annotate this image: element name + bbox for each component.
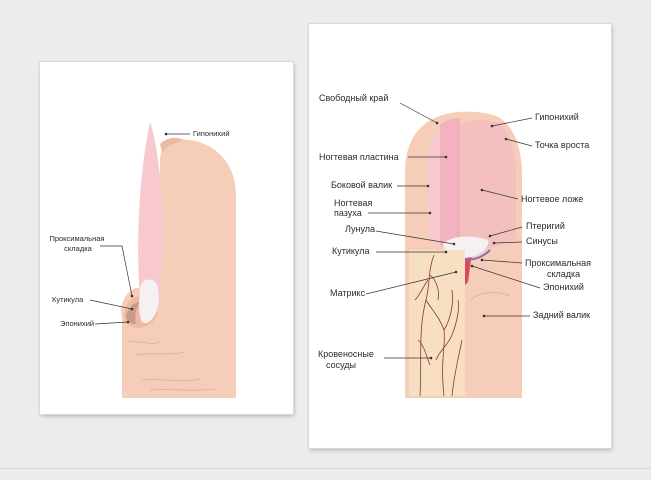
label-left-proximal-fold: Проксимальная складка <box>49 234 106 253</box>
leader-left-cuticle <box>89 299 133 310</box>
dot-nail-groove <box>428 211 432 215</box>
label-left-eponychium: Эпонихий <box>60 319 94 328</box>
leader-left-eponychium <box>94 321 129 325</box>
leader-free-edge <box>399 102 438 124</box>
label-matrix: Матрикс <box>330 288 366 298</box>
label-nail-bed: Ногтевое ложе <box>521 194 583 204</box>
label-proximal-fold-line2: складка <box>547 269 580 279</box>
left-nail-plate <box>138 122 163 312</box>
dot-growth-point <box>504 137 508 141</box>
left-wrinkles <box>127 341 216 391</box>
label-nail-groove: Ногтевая пазуха <box>334 198 375 218</box>
label-back-fold: Задний валик <box>533 310 590 320</box>
left-eponychium <box>126 302 140 324</box>
right-finger-diagram: Свободный край Ногтевая пластина Боковой… <box>318 93 594 398</box>
dot-left-cuticle <box>130 307 134 311</box>
dot-left-hyponychium <box>164 132 168 136</box>
label-growth-point: Точка вроста <box>535 140 589 150</box>
left-finger-skin <box>121 139 236 398</box>
dot-back-fold <box>482 314 486 318</box>
right-vessels <box>414 254 463 397</box>
dot-proximal-fold <box>480 258 484 262</box>
label-left-proximal-fold-line1: Проксимальная <box>49 234 104 243</box>
dot-blood-vessels <box>429 356 433 360</box>
leader-sinuses <box>493 241 523 244</box>
leader-hyponychium <box>491 117 533 127</box>
label-proximal-fold-line1: Проксимальная <box>525 258 591 268</box>
label-blood-vessels-line1: Кровеносные <box>318 349 374 359</box>
dot-nail-bed <box>480 188 484 192</box>
leader-left-proximal-fold <box>100 245 133 297</box>
label-cuticle: Кутикула <box>332 246 370 256</box>
label-nail-groove-line1: Ногтевая <box>334 198 372 208</box>
right-nail-bed <box>457 119 516 251</box>
leader-eponychium <box>471 265 541 289</box>
dot-sinuses <box>492 241 496 245</box>
label-nail-groove-line2: пазуха <box>334 208 362 218</box>
label-eponychium: Эпонихий <box>543 282 584 292</box>
label-proximal-fold: Проксимальная складка <box>525 258 594 279</box>
leader-pterygium <box>489 226 523 237</box>
label-blood-vessels-line2: сосуды <box>326 360 356 370</box>
dot-hyponychium <box>490 124 494 128</box>
leader-lunula <box>375 230 455 245</box>
label-lunula: Лунула <box>345 224 375 234</box>
leader-proximal-fold <box>481 259 523 264</box>
dot-lateral-fold <box>426 184 430 188</box>
dot-cuticle <box>444 250 448 254</box>
label-free-edge: Свободный край <box>319 93 388 103</box>
dot-nail-plate <box>444 155 448 159</box>
label-left-proximal-fold-line2: складка <box>64 244 92 253</box>
label-lateral-fold: Боковой валик <box>331 180 392 190</box>
dot-matrix <box>454 270 458 274</box>
leader-nail-bed <box>481 189 519 200</box>
left-lunula <box>139 279 159 324</box>
label-left-cuticle: Кутикула <box>52 295 84 304</box>
label-pterygium: Птеригий <box>526 221 565 231</box>
dot-lunula <box>452 242 456 246</box>
right-back-fold-wrinkle <box>469 292 511 301</box>
label-left-hyponychium: Гипонихий <box>193 129 230 138</box>
left-hyponychium-area <box>160 137 184 152</box>
right-free-edge <box>440 118 460 250</box>
label-hyponychium: Гипонихий <box>535 112 579 122</box>
dot-left-proximal-fold <box>130 294 134 298</box>
dot-left-eponychium <box>126 320 130 324</box>
label-sinuses: Синусы <box>526 236 558 246</box>
dot-pterygium <box>488 234 492 238</box>
label-nail-plate: Ногтевая пластина <box>319 152 399 162</box>
divider-line <box>0 468 651 469</box>
leader-growth-point <box>505 138 533 147</box>
label-blood-vessels: Кровеносные сосуды <box>318 349 376 370</box>
leader-matrix <box>365 271 457 295</box>
dot-eponychium <box>470 264 474 268</box>
dot-free-edge <box>435 121 439 125</box>
left-finger-diagram: Гипонихий Проксимальная складка Кутикула… <box>49 122 236 398</box>
